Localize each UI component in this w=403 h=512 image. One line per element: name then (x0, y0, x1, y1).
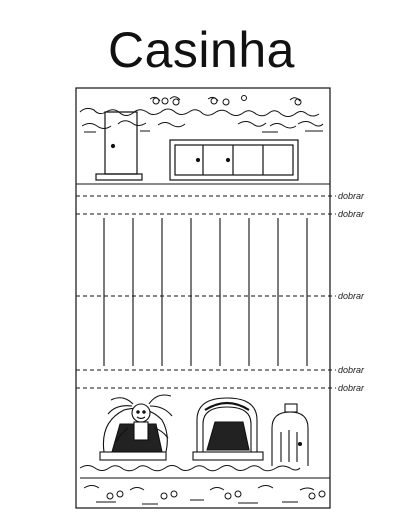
front-door (271, 403, 309, 466)
bottom-flowers (106, 490, 326, 500)
roof-slats (103, 218, 308, 366)
fold-label-4: dobrar (338, 365, 365, 375)
bottom-stone-band (79, 465, 330, 505)
fold-lines (76, 195, 336, 389)
template-outline (75, 87, 331, 509)
fold-label-5: dobrar (338, 383, 365, 393)
top-flowers (149, 95, 302, 106)
fold-label-2: dobrar (338, 209, 365, 219)
fold-label-3: dobrar (338, 291, 365, 301)
top-door (95, 111, 143, 181)
top-stone-band (79, 107, 324, 133)
arched-window (192, 397, 264, 461)
girl-in-window (99, 394, 173, 461)
top-window (169, 139, 299, 181)
fold-label-1: dobrar (338, 191, 365, 201)
page-title: Casinha (108, 22, 295, 78)
